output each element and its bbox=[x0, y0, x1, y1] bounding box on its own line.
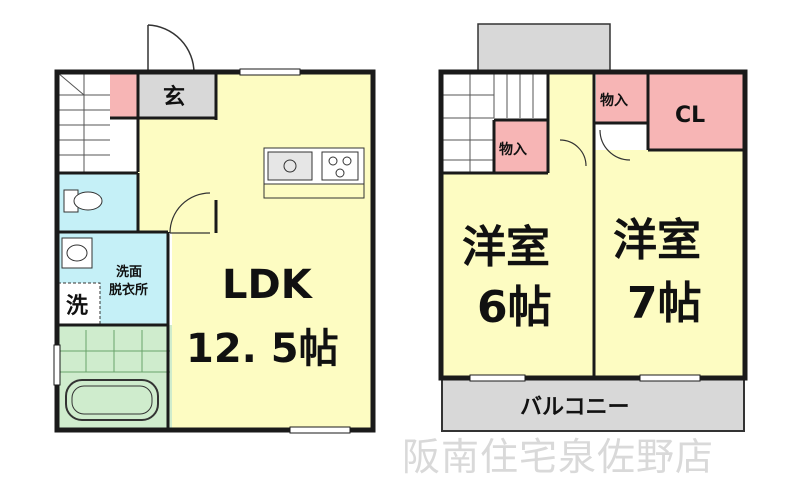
storage-left bbox=[494, 120, 548, 173]
sink-icon bbox=[61, 237, 93, 269]
toilet-icon bbox=[63, 189, 103, 213]
room-6 bbox=[442, 173, 594, 376]
stairs-floor1 bbox=[57, 72, 110, 173]
washer-label: 洗 bbox=[66, 294, 88, 319]
entrance-label: 玄 bbox=[163, 84, 185, 110]
hall-door bbox=[169, 192, 211, 234]
room-7 bbox=[594, 150, 744, 376]
washroom-label-line2: 脱衣所 bbox=[109, 282, 148, 298]
floor-1: 玄 洗面 脱衣所 洗 LDK 12. 5帖 bbox=[53, 24, 376, 434]
floor-2: 物入 物入 CL 洋室 6帖 洋室 7帖 バルコニー bbox=[438, 23, 748, 432]
closet bbox=[648, 73, 744, 150]
ldk-size: 12. 5帖 bbox=[186, 326, 339, 372]
room7-label: 洋室 bbox=[613, 215, 701, 266]
entrance-storage bbox=[110, 73, 138, 118]
bathtub-icon bbox=[65, 379, 159, 421]
storage-right-label: 物入 bbox=[600, 92, 628, 109]
ldk-label: LDK bbox=[222, 262, 314, 308]
entrance-door bbox=[147, 24, 195, 74]
storage-left-label: 物入 bbox=[499, 141, 527, 158]
entrance-area bbox=[138, 73, 216, 118]
room6-size: 6帖 bbox=[477, 282, 552, 333]
bath-tiles bbox=[60, 330, 170, 373]
hallway-area bbox=[138, 118, 216, 233]
room7-size: 7帖 bbox=[627, 278, 702, 329]
door-room6 bbox=[559, 139, 587, 167]
door-room7 bbox=[599, 129, 631, 161]
balcony-label: バルコニー bbox=[520, 395, 630, 420]
walls-floor1 bbox=[54, 69, 376, 433]
closet-label: CL bbox=[675, 103, 705, 128]
corridor bbox=[548, 73, 594, 173]
upper-balcony bbox=[477, 23, 611, 73]
room6-label: 洋室 bbox=[462, 222, 550, 273]
washroom-label-line1: 洗面 bbox=[116, 264, 142, 280]
kitchen-counter bbox=[263, 147, 365, 199]
storage-right bbox=[596, 73, 648, 123]
watermark-text: 阪南住宅泉佐野店 bbox=[402, 435, 714, 479]
